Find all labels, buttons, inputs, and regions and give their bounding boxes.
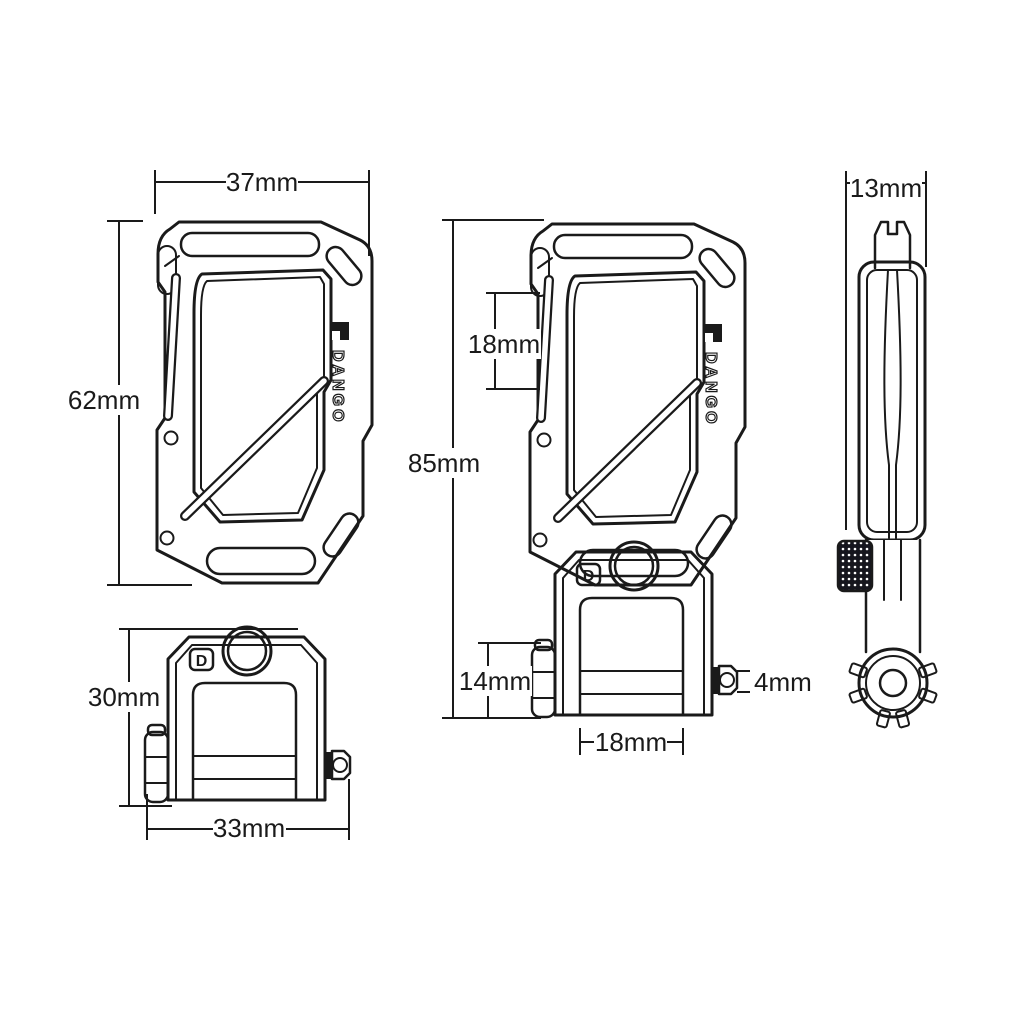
side-top-nub	[873, 220, 912, 270]
view-side-profile	[836, 220, 938, 729]
dim-ticks	[845, 171, 927, 530]
side-gate-edge-lines	[883, 269, 902, 539]
dim-label-shackle-width: 33mm	[213, 813, 285, 843]
label-backdrop	[213, 813, 286, 843]
dim-ticks	[442, 219, 544, 719]
dim-label-shackle-inner-width: 18mm	[595, 727, 667, 757]
label-backdrop	[468, 329, 541, 359]
dim-screw-length: 14mm	[459, 642, 541, 718]
dim-ticks	[486, 292, 540, 390]
dim-label-front-height: 62mm	[68, 385, 140, 415]
dim-gate-opening: 18mm	[468, 292, 541, 390]
side-clevis-tabs	[848, 662, 938, 729]
dim-shackle-height: 30mm	[88, 628, 298, 807]
side-clevis-lobe-inner	[865, 655, 921, 711]
label-backdrop	[408, 448, 481, 478]
side-body-outer	[857, 260, 927, 542]
dim-side-thickness: 13mm	[845, 171, 927, 530]
dim-ticks	[154, 170, 370, 256]
side-knurled-screw	[836, 539, 874, 593]
dim-ticks	[579, 728, 684, 755]
label-backdrop	[68, 385, 141, 415]
dim-pin-size: 4mm	[737, 667, 812, 697]
side-body-inner	[866, 269, 918, 533]
dim-label-pin-size: 4mm	[754, 667, 812, 697]
label-backdrop	[594, 727, 667, 757]
dim-label-shackle-height: 30mm	[88, 682, 160, 712]
dim-label-front-width: 37mm	[226, 167, 298, 197]
view-front	[157, 222, 372, 583]
dim-ticks	[107, 220, 192, 586]
dim-ticks	[737, 670, 750, 693]
dim-shackle-inner-width: 18mm	[579, 727, 684, 757]
dim-ticks	[119, 628, 298, 807]
dim-shackle-width: 33mm	[146, 779, 350, 843]
side-clevis-stem	[883, 539, 902, 601]
side-clevis-lobe	[857, 647, 929, 719]
dim-ticks	[146, 779, 350, 840]
dim-label-screw-length: 14mm	[459, 666, 531, 696]
dim-label-overall-height: 85mm	[408, 448, 480, 478]
label-backdrop	[850, 173, 922, 203]
dim-label-gate-opening: 18mm	[468, 329, 540, 359]
view-front-with-shackle-body	[530, 224, 745, 585]
view-shackle-detail	[143, 625, 352, 804]
label-backdrop	[226, 167, 298, 197]
label-backdrop	[88, 682, 161, 712]
side-clevis-fill	[866, 540, 920, 652]
dim-front-height: 62mm	[68, 220, 192, 586]
dim-label-side-thickness: 13mm	[850, 173, 922, 203]
dim-overall-height: 85mm	[408, 219, 544, 719]
side-clevis-hole	[878, 668, 908, 698]
dim-front-width: 37mm	[154, 167, 370, 256]
label-backdrop	[459, 666, 532, 696]
